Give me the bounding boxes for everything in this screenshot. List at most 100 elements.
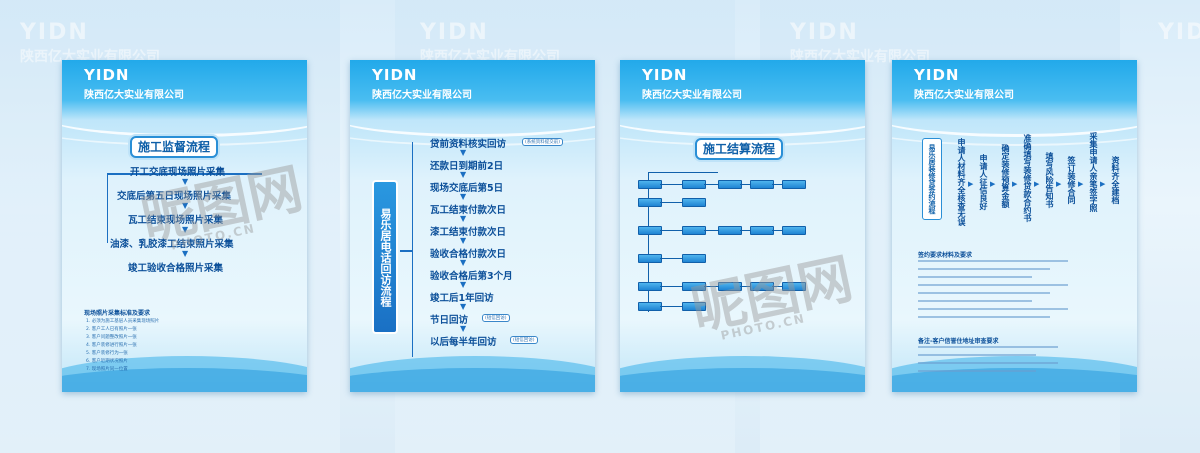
bg-logo-3: YIDN bbox=[790, 20, 859, 45]
flow-step: 漆工结束付款次日 bbox=[430, 227, 507, 238]
flow-node bbox=[682, 254, 706, 263]
down-arrow-icon: ▼ bbox=[460, 302, 467, 311]
text-line-placeholder bbox=[918, 268, 1050, 270]
flow-step: 现场交底后第5日 bbox=[430, 183, 504, 194]
flow-step: 油漆、乳胶漆工结束照片采集 bbox=[110, 239, 234, 250]
connector-line bbox=[704, 184, 718, 185]
connector-line bbox=[660, 230, 682, 231]
flow-node bbox=[638, 302, 662, 311]
down-arrow-icon: ▼ bbox=[460, 258, 467, 267]
note-line: 3. 客户问题整改照片一张 bbox=[86, 335, 137, 340]
flow-step: 开工交底现场照片采集 bbox=[130, 167, 226, 178]
flow-column: 采集申请人亲笔签字照 bbox=[1089, 132, 1098, 212]
flow-column: 申请人征信良好 bbox=[979, 154, 988, 210]
flow-node bbox=[682, 302, 706, 311]
flow-node bbox=[718, 226, 742, 235]
text-line-placeholder bbox=[918, 260, 1068, 262]
text-line-placeholder bbox=[918, 316, 1050, 318]
text-line-placeholder bbox=[918, 370, 1036, 372]
connector-line bbox=[660, 286, 682, 287]
flow-node bbox=[750, 180, 774, 189]
flow-step: 贷前资料核实回访 bbox=[430, 139, 507, 150]
right-arrow-icon: ▶ bbox=[1100, 180, 1106, 188]
wave-decoration bbox=[62, 368, 307, 392]
note-line: 6. 客户近期状况照片 bbox=[86, 359, 128, 364]
board-supervision: YIDN 陕西亿大实业有限公司 施工监督流程 开工交底现场照片采集 ▼ 交底后第… bbox=[62, 60, 307, 392]
company-logo: YIDN bbox=[642, 66, 688, 84]
text-line-placeholder bbox=[918, 276, 1032, 278]
flow-step: 验收合格付款次日 bbox=[430, 249, 507, 260]
company-name: 陕西亿大实业有限公司 bbox=[84, 90, 184, 101]
connector-line bbox=[107, 173, 262, 175]
flow-column: 签订装修合同 bbox=[1067, 156, 1076, 204]
flow-column: 填写风险告知书 bbox=[1045, 152, 1054, 208]
connector-line bbox=[660, 306, 682, 307]
flow-step: 还款日到期前2日 bbox=[430, 161, 504, 172]
connector-line bbox=[412, 142, 413, 357]
bg-logo-2: YIDN bbox=[420, 20, 489, 45]
connector-line bbox=[740, 184, 750, 185]
right-arrow-icon: ▶ bbox=[1012, 180, 1018, 188]
flow-column: 申请人材料齐全核查无误 bbox=[957, 138, 966, 226]
flow-node bbox=[782, 226, 806, 235]
flow-node bbox=[682, 198, 706, 207]
text-line-placeholder bbox=[918, 292, 1050, 294]
flow-node bbox=[782, 180, 806, 189]
connector-line bbox=[660, 202, 682, 203]
connector-line bbox=[704, 286, 718, 287]
company-logo: YIDN bbox=[372, 66, 418, 84]
connector-line bbox=[704, 230, 718, 231]
text-line-placeholder bbox=[918, 300, 1032, 302]
flow-column: 准确填写装修贷款合约书 bbox=[1023, 134, 1032, 222]
down-arrow-icon: ▼ bbox=[460, 192, 467, 201]
note-line: 2. 客户工人已有照片一张 bbox=[86, 327, 137, 332]
right-arrow-icon: ▶ bbox=[968, 180, 974, 188]
flow-node bbox=[638, 254, 662, 263]
connector-line bbox=[740, 286, 750, 287]
flow-step: 瓦工结束现场照片采集 bbox=[128, 215, 224, 226]
flow-node bbox=[638, 198, 662, 207]
connector-line bbox=[772, 286, 782, 287]
flow-node bbox=[638, 282, 662, 291]
wave-decoration bbox=[620, 368, 865, 392]
connector-line bbox=[740, 230, 750, 231]
down-arrow-icon: ▼ bbox=[182, 249, 189, 258]
board-title: 施工结算流程 bbox=[695, 138, 784, 160]
flow-step: 以后每半年回访 bbox=[430, 337, 497, 348]
flow-step: 竣工验收合格照片采集 bbox=[128, 263, 224, 274]
company-logo: YIDN bbox=[84, 66, 130, 84]
wave-decoration bbox=[350, 368, 595, 392]
down-arrow-icon: ▼ bbox=[460, 280, 467, 289]
flow-node bbox=[718, 180, 742, 189]
board-loan-signing: YIDN 陕西亿大实业有限公司 易乐居装修贷签约流程 申请人材料齐全核查无误 ▶… bbox=[892, 60, 1137, 392]
bg-logo-1: YIDN bbox=[20, 20, 89, 45]
flow-column: 确定装修预算金额 bbox=[1001, 144, 1010, 208]
text-line-placeholder bbox=[918, 354, 1036, 356]
step-note: (短信回访) bbox=[482, 314, 510, 322]
down-arrow-icon: ▼ bbox=[182, 225, 189, 234]
right-arrow-icon: ▶ bbox=[1056, 180, 1062, 188]
flow-node bbox=[638, 226, 662, 235]
board-vertical-title: 易乐居电话回访流程 bbox=[372, 180, 398, 334]
flow-step: 竣工后1年回访 bbox=[430, 293, 494, 304]
section-title: 备注-客户信誉住地址审查要求 bbox=[918, 338, 999, 345]
step-note: (短信回访) bbox=[510, 336, 538, 344]
right-arrow-icon: ▶ bbox=[1078, 180, 1084, 188]
flow-step: 交底后第五日现场照片采集 bbox=[117, 191, 232, 202]
connector-line bbox=[107, 173, 108, 243]
company-name: 陕西亿大实业有限公司 bbox=[642, 90, 742, 101]
down-arrow-icon: ▼ bbox=[460, 236, 467, 245]
text-line-placeholder bbox=[918, 308, 1068, 310]
flow-node bbox=[682, 180, 706, 189]
wave-decoration bbox=[892, 104, 1137, 146]
flow-step: 瓦工结束付款次日 bbox=[430, 205, 507, 216]
connector-line bbox=[660, 258, 682, 259]
right-arrow-icon: ▶ bbox=[1034, 180, 1040, 188]
text-line-placeholder bbox=[918, 346, 1058, 348]
down-arrow-icon: ▼ bbox=[182, 201, 189, 210]
company-logo: YIDN bbox=[914, 66, 960, 84]
bg-logo-4: YIDN bbox=[1158, 20, 1200, 45]
flow-step: 验收合格后第3个月 bbox=[430, 271, 513, 282]
flow-step: 节日回访 bbox=[430, 315, 469, 326]
down-arrow-icon: ▼ bbox=[460, 324, 467, 333]
